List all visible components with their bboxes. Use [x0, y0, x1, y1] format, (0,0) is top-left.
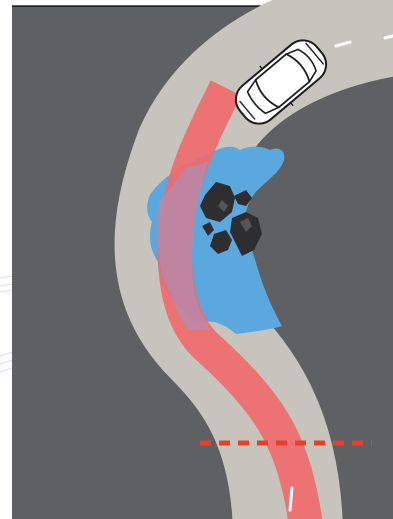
driving-scene: [0, 0, 393, 519]
